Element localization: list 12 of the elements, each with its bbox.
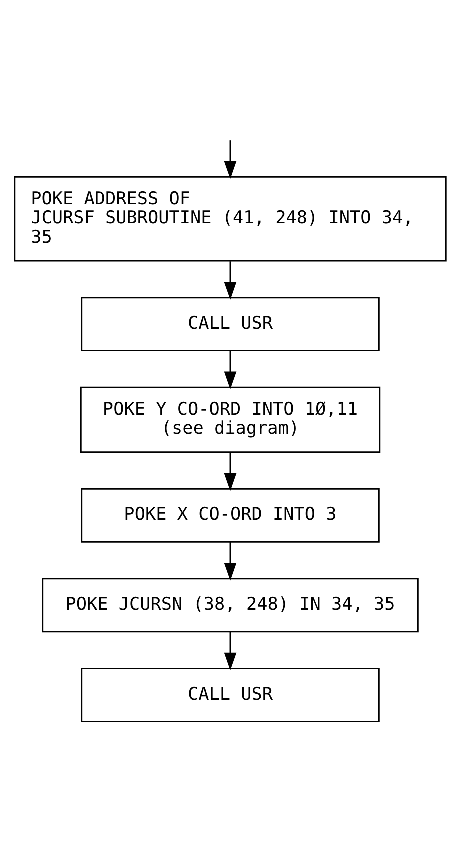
arrow bbox=[224, 452, 236, 491]
arrow bbox=[224, 140, 236, 179]
node-box: CALL USR bbox=[80, 296, 380, 352]
node-box: POKE ADDRESS OF JCURSF SUBROUTINE (41, 248) INTO 34, 35 bbox=[14, 176, 446, 262]
node-box: POKE Y CO-ORD INTO 1Ø,11 (see diagram) bbox=[80, 386, 380, 453]
node-box: POKE X CO-ORD INTO 3 bbox=[80, 488, 380, 542]
arrow bbox=[224, 542, 236, 580]
arrow bbox=[224, 350, 236, 389]
node-box: CALL USR bbox=[80, 667, 380, 722]
node-box: POKE JCURSN (38, 248) IN 34, 35 bbox=[42, 578, 418, 632]
arrow bbox=[224, 261, 236, 300]
arrow bbox=[224, 632, 236, 670]
